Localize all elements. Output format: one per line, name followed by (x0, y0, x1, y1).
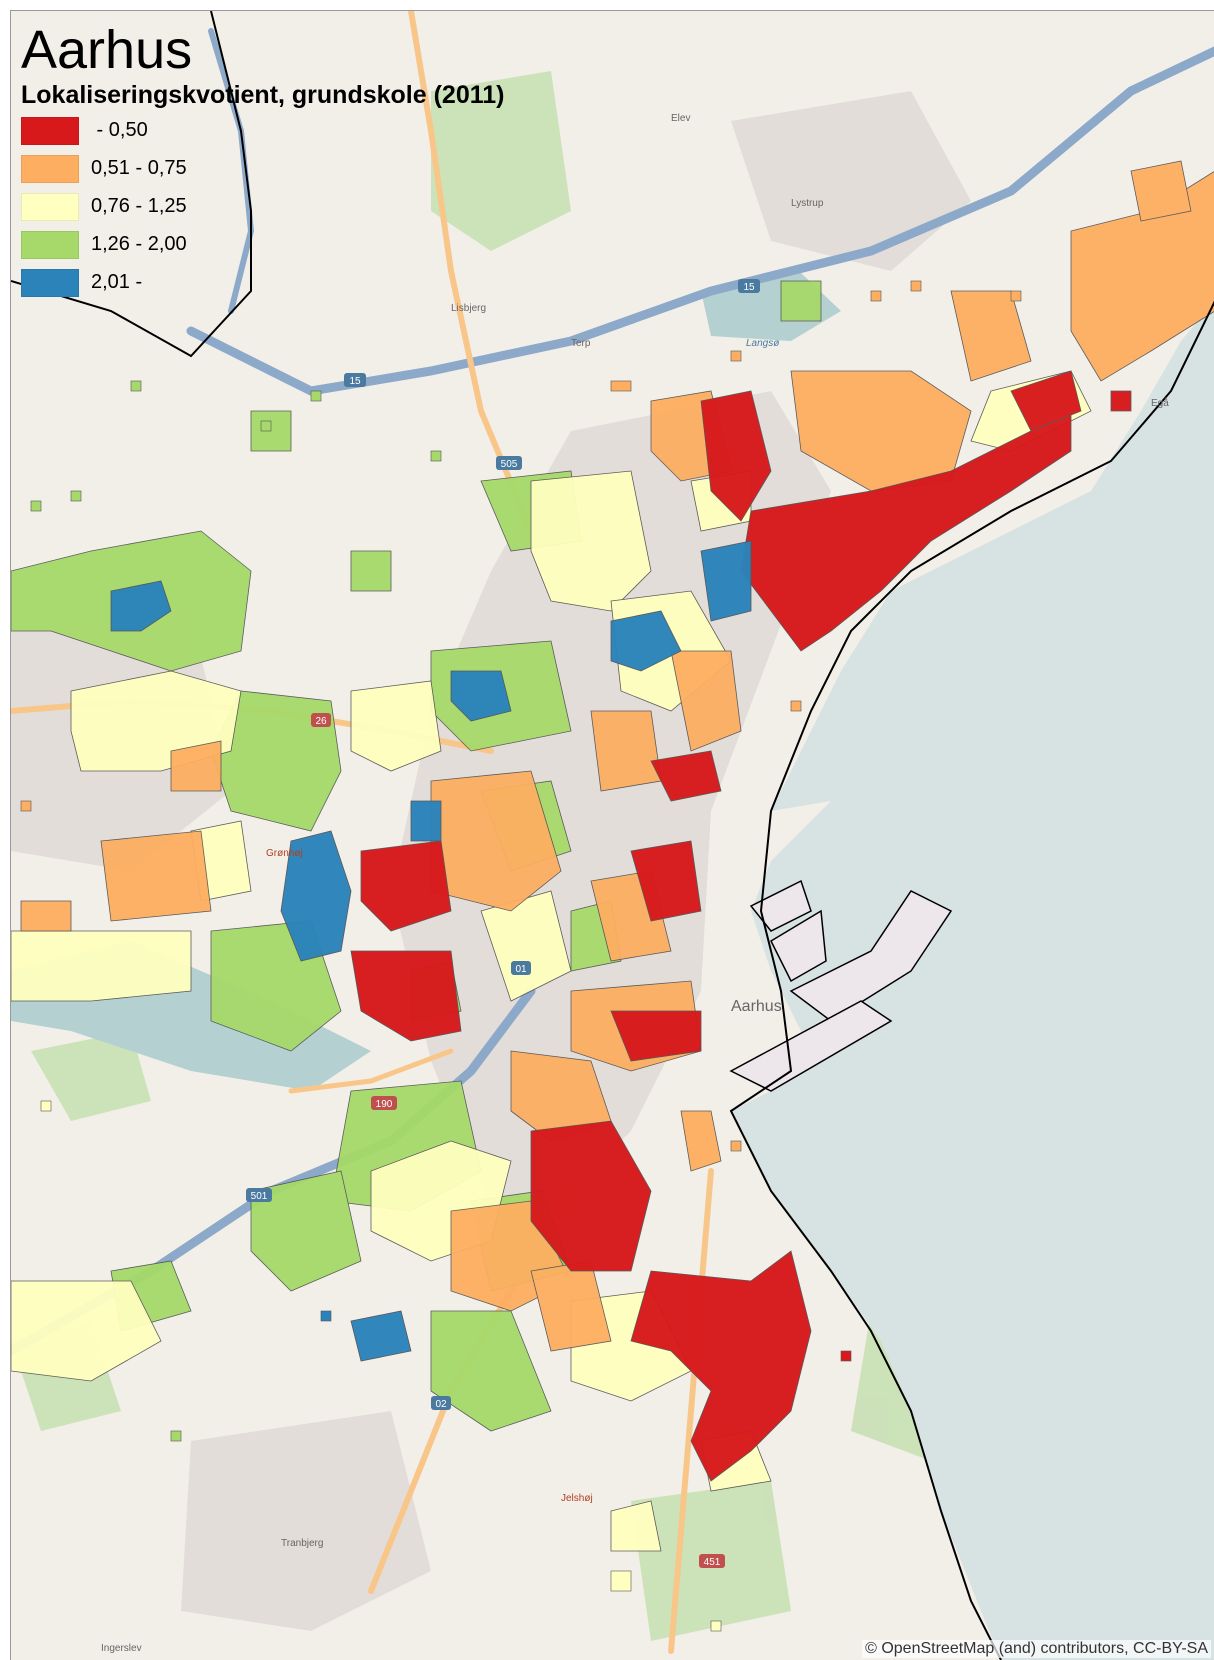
legend-title: Lokaliseringskvotient, grundskole (2011) (21, 81, 505, 109)
road-shield-02: 02 (435, 1399, 447, 1410)
map-attribution: © OpenStreetMap (and) contributors, CC-B… (862, 1640, 1211, 1658)
legend-swatch-blue (21, 268, 79, 297)
legend-swatch-green (21, 230, 79, 259)
class-area-orange[interactable] (20, 160, 1214, 1352)
road-shield-451: 451 (704, 1557, 721, 1568)
legend-swatch-orange (21, 154, 79, 183)
legend-label: 1,26 - 2,00 (91, 233, 187, 255)
class-area-red[interactable] (350, 370, 1132, 1482)
map-canvas[interactable]: Aarhus Lystrup Egå Elev Lisbjerg Terp La… (11, 11, 1214, 1660)
place-label-gronhoj: Grønhøj (266, 848, 303, 859)
legend-label: 0,76 - 1,25 (91, 195, 187, 217)
municipality-boundary (11, 11, 1214, 1660)
place-labels: Aarhus Lystrup Egå Elev Lisbjerg Terp La… (101, 113, 1169, 1654)
road-shield-15b: 15 (743, 282, 755, 293)
legend-item: 0,76 - 1,25 (21, 189, 504, 224)
legend-label: 0,51 - 0,75 (91, 157, 187, 179)
legend-item: 2,01 - (21, 265, 504, 300)
legend: Lokaliseringskvotient, grundskole (2011)… (21, 81, 504, 300)
place-label-lisbjerg: Lisbjerg (451, 303, 486, 314)
scattered-cells (20, 280, 1022, 1632)
road-shield-15: 15 (349, 376, 361, 387)
place-label-aarhus: Aarhus (731, 998, 782, 1015)
map-title: Aarhus (21, 20, 193, 80)
legend-item: - 0,50 (21, 113, 504, 148)
legend-label: - 0,50 (91, 119, 148, 141)
sea (731, 302, 1214, 1660)
class-area-blue[interactable] (110, 540, 752, 1362)
road-shields: 15 15 501 01 02 190 505 26 451 (246, 279, 760, 1568)
legend-swatch-red (21, 116, 79, 145)
place-label-langso: Langsø (746, 338, 779, 349)
harbour-piers (729, 879, 953, 1092)
road-shield-501: 501 (251, 1191, 268, 1202)
legend-item: 1,26 - 2,00 (21, 227, 504, 262)
legend-swatch-yellow (21, 192, 79, 221)
road-shield-01: 01 (515, 964, 527, 975)
map-frame[interactable]: Aarhus Lystrup Egå Elev Lisbjerg Terp La… (10, 10, 1214, 1660)
place-label-lystrup: Lystrup (791, 198, 824, 209)
place-label-jelshoj: Jelshøj (561, 1493, 593, 1504)
place-label-terp: Terp (571, 338, 591, 349)
legend-label: 2,01 - (91, 271, 143, 293)
place-label-elev: Elev (671, 113, 690, 124)
road-shield-190: 190 (376, 1099, 393, 1110)
road-shield-26: 26 (315, 716, 327, 727)
legend-item: 0,51 - 0,75 (21, 151, 504, 186)
road-shield-505: 505 (501, 459, 518, 470)
place-label-ingerslev: Ingerslev (101, 1643, 142, 1654)
place-label-tranbjerg: Tranbjerg (281, 1538, 323, 1549)
place-label-egaa: Egå (1151, 397, 1169, 409)
